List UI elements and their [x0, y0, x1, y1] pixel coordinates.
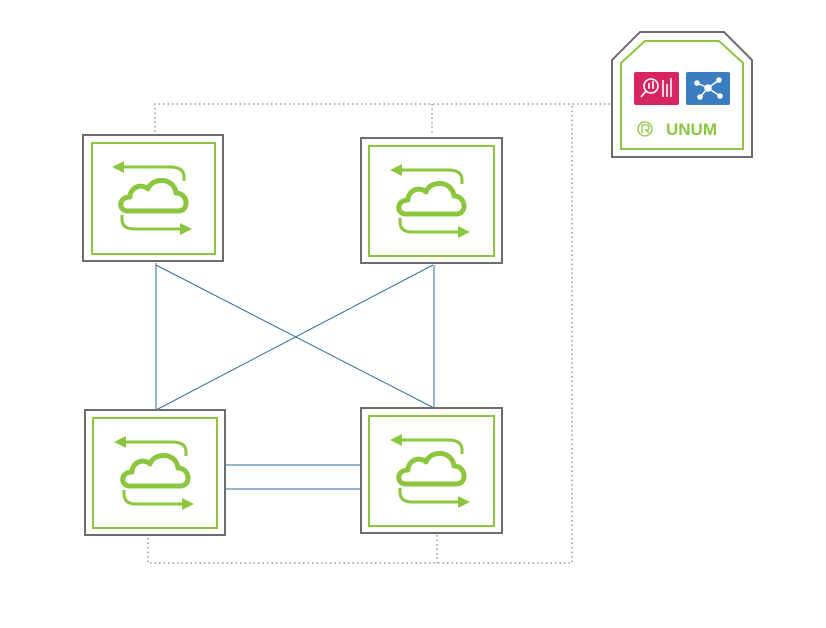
unum-logo-icon — [637, 121, 653, 137]
link-tr-bl — [155, 264, 434, 411]
analytics-tile[interactable] — [634, 72, 679, 105]
topology-tile[interactable] — [686, 72, 730, 105]
analytics-icon — [640, 78, 672, 98]
unum-controller[interactable]: UNUM — [611, 31, 753, 158]
brand-name: UNUM — [666, 120, 717, 139]
mgmt-link-top — [154, 103, 612, 132]
node-top-left[interactable] — [82, 134, 224, 262]
link-tl-br — [155, 264, 435, 409]
node-top-right[interactable] — [360, 137, 503, 264]
node-bottom-left[interactable] — [84, 409, 226, 536]
node-bottom-right[interactable] — [360, 407, 503, 534]
node-links — [155, 263, 435, 490]
management-links — [147, 103, 612, 564]
network-topology-icon — [694, 77, 723, 100]
